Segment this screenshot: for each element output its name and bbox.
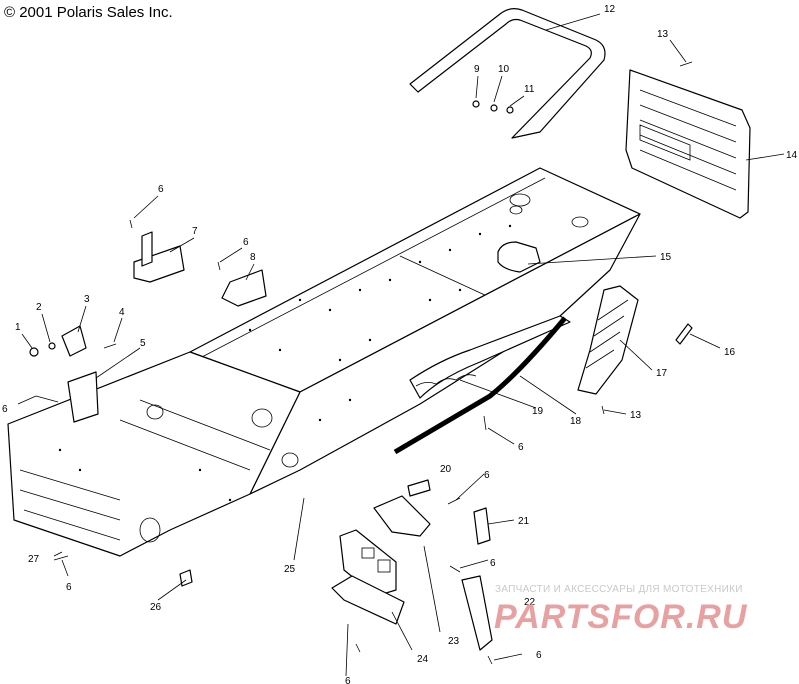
- grab-bar-part: [409, 8, 606, 139]
- fastener-parts: [29, 61, 693, 665]
- callout-11: 11: [524, 84, 535, 95]
- callout-2: 2: [36, 302, 42, 313]
- callout-23: 23: [448, 636, 460, 647]
- tunnel-cap-part: [497, 241, 541, 273]
- callout-13: 13: [630, 410, 642, 421]
- callout-16: 16: [724, 347, 736, 358]
- callout-14: 14: [786, 150, 798, 161]
- watermark-tagline: ЗАПЧАСТИ И АКСЕССУАРЫ ДЛЯ МОТОТЕХНИКИ: [495, 584, 743, 595]
- callout-6: 6: [66, 582, 72, 593]
- watermark-logo: PARTSFOR.RU: [494, 598, 748, 636]
- callout-10: 10: [498, 64, 510, 75]
- bracket-part: [221, 269, 267, 307]
- callout-6: 6: [490, 558, 496, 569]
- callout-6: 6: [518, 442, 524, 453]
- callout-6: 6: [158, 184, 164, 195]
- footrest-pad-part: [675, 323, 693, 345]
- callout-6: 6: [484, 470, 490, 481]
- bracket-part: [133, 231, 185, 283]
- callout-9: 9: [474, 64, 480, 75]
- callout-25: 25: [284, 564, 296, 575]
- chassis-tunnel-part: [7, 167, 641, 557]
- callout-6: 6: [536, 650, 542, 661]
- callout-5: 5: [140, 338, 146, 349]
- callout-1: 1: [15, 322, 21, 333]
- plate-part: [67, 371, 99, 423]
- callout-26: 26: [150, 602, 162, 613]
- callout-27: 27: [28, 554, 40, 565]
- callout-19: 19: [532, 406, 544, 417]
- callout-6: 6: [243, 237, 249, 248]
- leader-lines: [17, 13, 785, 677]
- callout-6: 6: [345, 676, 351, 684]
- callout-15: 15: [660, 252, 672, 263]
- copyright-text: © 2001 Polaris Sales Inc.: [4, 4, 173, 21]
- callout-7: 7: [192, 226, 198, 237]
- callout-18: 18: [570, 416, 582, 427]
- callout-4: 4: [119, 307, 125, 318]
- snow-flap-part: [625, 69, 751, 219]
- callout-6: 6: [2, 404, 8, 415]
- callout-12: 12: [604, 4, 616, 15]
- strap-part: [179, 479, 493, 651]
- bracket-part: [61, 325, 87, 357]
- callout-8: 8: [250, 252, 256, 263]
- side-bracket-part: [339, 495, 431, 597]
- callout-20: 20: [440, 464, 452, 475]
- callout-21: 21: [518, 516, 530, 527]
- callout-3: 3: [84, 294, 90, 305]
- callout-24: 24: [417, 654, 429, 665]
- callout-labels: 1 2 3 4 5 6 6 7 6 8 9 10 11 12 13 14 15 …: [2, 4, 798, 684]
- callout-13: 13: [657, 29, 669, 40]
- callout-17: 17: [656, 368, 668, 379]
- running-board-part: [393, 315, 571, 455]
- callout-22: 22: [524, 597, 536, 608]
- skid-plate-part: [331, 575, 405, 625]
- footrest-part: [577, 285, 639, 395]
